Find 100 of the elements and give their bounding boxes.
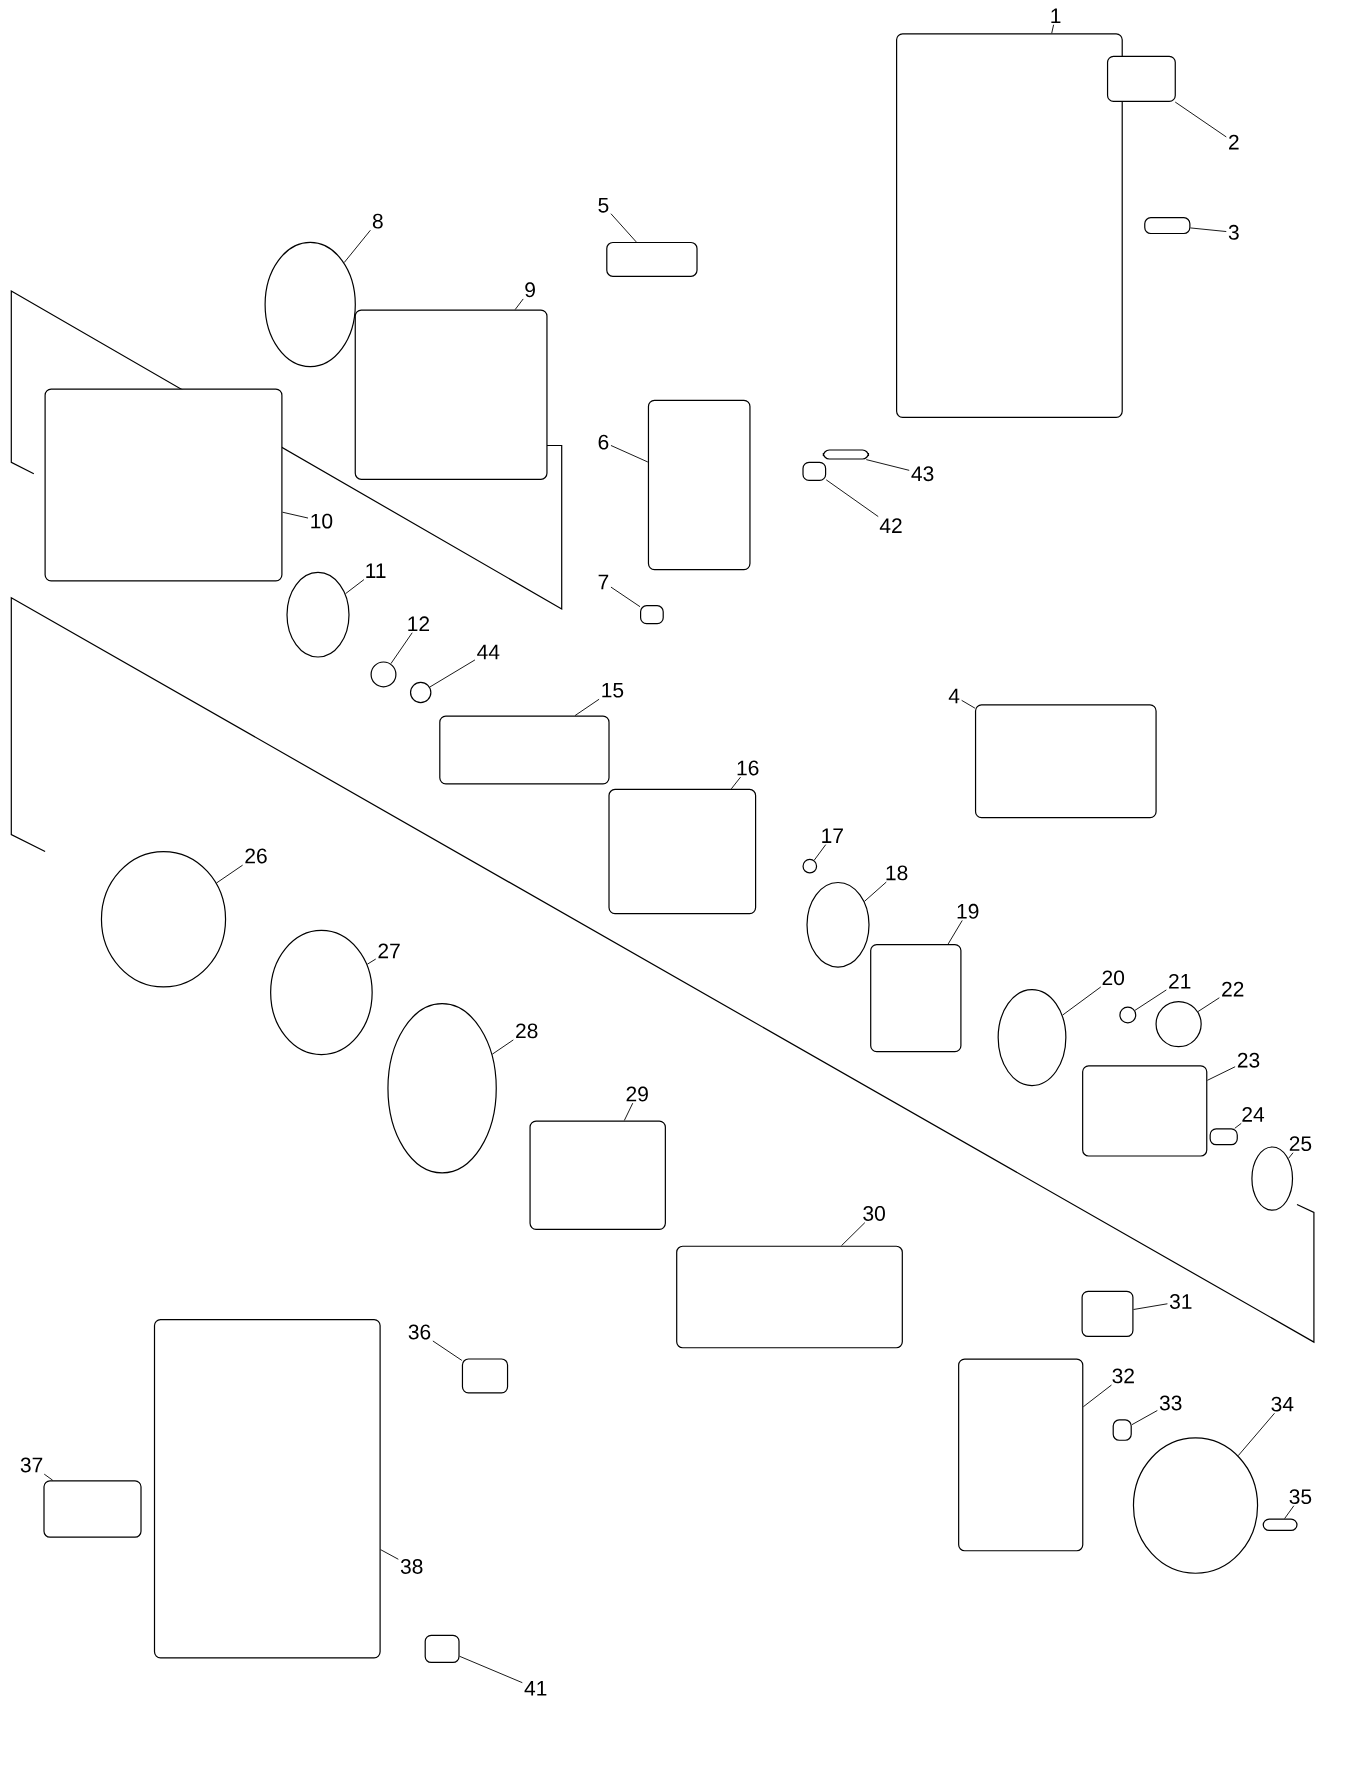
washer-drawing (806, 881, 870, 968)
leader-line (432, 1340, 463, 1361)
callout-number: 28 (513, 1021, 540, 1040)
bumper-drawing (354, 309, 548, 480)
callout-number: 3 (1226, 223, 1242, 242)
callout-number: 32 (1110, 1367, 1137, 1385)
callout-number: 31 (1167, 1292, 1194, 1311)
leader-line (730, 776, 741, 790)
brush-drawing (1081, 1290, 1134, 1338)
housing-drawing (153, 1318, 381, 1659)
leader-line (813, 844, 827, 861)
leader-line (1131, 1410, 1158, 1426)
leader-line (961, 699, 976, 709)
washer-drawing (286, 571, 350, 658)
switch-drawing (647, 399, 751, 571)
callout-number: 42 (877, 516, 905, 535)
leader-line (343, 229, 371, 264)
cover-drawing (387, 1003, 497, 1174)
hammer-drawing (608, 788, 757, 915)
screw-drawing (1144, 217, 1191, 235)
plate-drawing (1106, 55, 1176, 103)
anvil-drawing (1082, 1065, 1208, 1157)
leader-line (459, 1655, 523, 1684)
callout-number: 34 (1269, 1395, 1296, 1414)
leader-line (1284, 1505, 1295, 1519)
motor-holder-drawing (958, 1358, 1084, 1552)
callout-number: 2 (1226, 133, 1242, 151)
leader-line (366, 958, 377, 965)
callout-number: 26 (242, 847, 270, 865)
leader-line (429, 659, 476, 688)
callout-number: 43 (909, 464, 936, 483)
ball-drawing (802, 858, 818, 874)
callout-number: 6 (596, 433, 611, 452)
leader-line (1133, 1303, 1168, 1310)
leader-line (1237, 1412, 1275, 1457)
leader-line (1206, 1066, 1236, 1081)
callout-number: 11 (363, 562, 388, 580)
leader-line (1174, 101, 1227, 138)
callout-number: 38 (398, 1557, 425, 1576)
callout-number: 41 (522, 1679, 549, 1698)
leader-line (491, 1039, 514, 1055)
washer-drawing (997, 989, 1067, 1087)
pin-drawing (1209, 1128, 1238, 1146)
callout-number: 37 (18, 1456, 45, 1474)
callout-number: 17 (819, 827, 846, 845)
callout-number: 21 (1166, 972, 1193, 991)
leader-line (390, 632, 413, 665)
o-ring-drawing (409, 681, 432, 704)
leader-line (864, 881, 887, 902)
leader-line (825, 479, 879, 518)
pin-drawing (822, 449, 870, 460)
sleeve-drawing (1112, 1419, 1132, 1441)
fan-cover-drawing (1132, 1437, 1259, 1574)
ring-drawing (264, 241, 356, 368)
callout-number: 23 (1235, 1051, 1262, 1070)
clip-drawing (424, 1634, 460, 1664)
leader-line (574, 698, 600, 716)
callout-number: 10 (308, 512, 335, 531)
leader-line (514, 298, 524, 310)
retaining-ring-drawing (370, 661, 397, 688)
leader-line (841, 1222, 866, 1247)
rubber-strip-drawing (43, 1480, 142, 1538)
leader-line (380, 1549, 399, 1560)
callout-number: 12 (405, 614, 432, 633)
gear-drawing (1155, 1000, 1202, 1048)
callout-number: 29 (624, 1085, 651, 1103)
callout-number: 35 (1287, 1487, 1314, 1506)
spindle-drawing (439, 715, 610, 785)
callout-number: 30 (860, 1204, 888, 1223)
callout-number: 33 (1157, 1394, 1184, 1412)
leader-line (1062, 986, 1102, 1016)
rotor-drawing (676, 1245, 903, 1349)
callout-number: 24 (1239, 1105, 1267, 1124)
sleeve-drawing (802, 461, 827, 481)
callout-number: 18 (883, 864, 910, 882)
leader-line (1134, 989, 1167, 1011)
leader-line (1190, 227, 1227, 232)
callout-number: 44 (475, 643, 502, 661)
callout-number: 5 (596, 196, 611, 215)
callout-number: 16 (734, 759, 761, 777)
callout-number: 36 (406, 1323, 433, 1341)
callout-number: 4 (946, 687, 962, 705)
leader-line (610, 586, 641, 608)
ball-drawing (1119, 1006, 1137, 1024)
leader-line (1051, 24, 1055, 34)
leader-line (345, 579, 365, 595)
callout-number: 9 (522, 280, 538, 299)
leader-line (623, 1102, 634, 1121)
leader-line (43, 1473, 54, 1481)
ring-drawing (100, 850, 227, 988)
callout-number: 25 (1287, 1134, 1314, 1153)
o-ring-drawing (270, 929, 373, 1056)
leader-line (865, 459, 910, 471)
housing-drawing (896, 33, 1123, 418)
screw-drawing (640, 605, 664, 625)
leader-line (1082, 1384, 1112, 1408)
leader-line (610, 445, 649, 463)
leader-line (216, 864, 244, 884)
lever-drawing (606, 241, 698, 277)
callout-number: 22 (1219, 980, 1246, 998)
